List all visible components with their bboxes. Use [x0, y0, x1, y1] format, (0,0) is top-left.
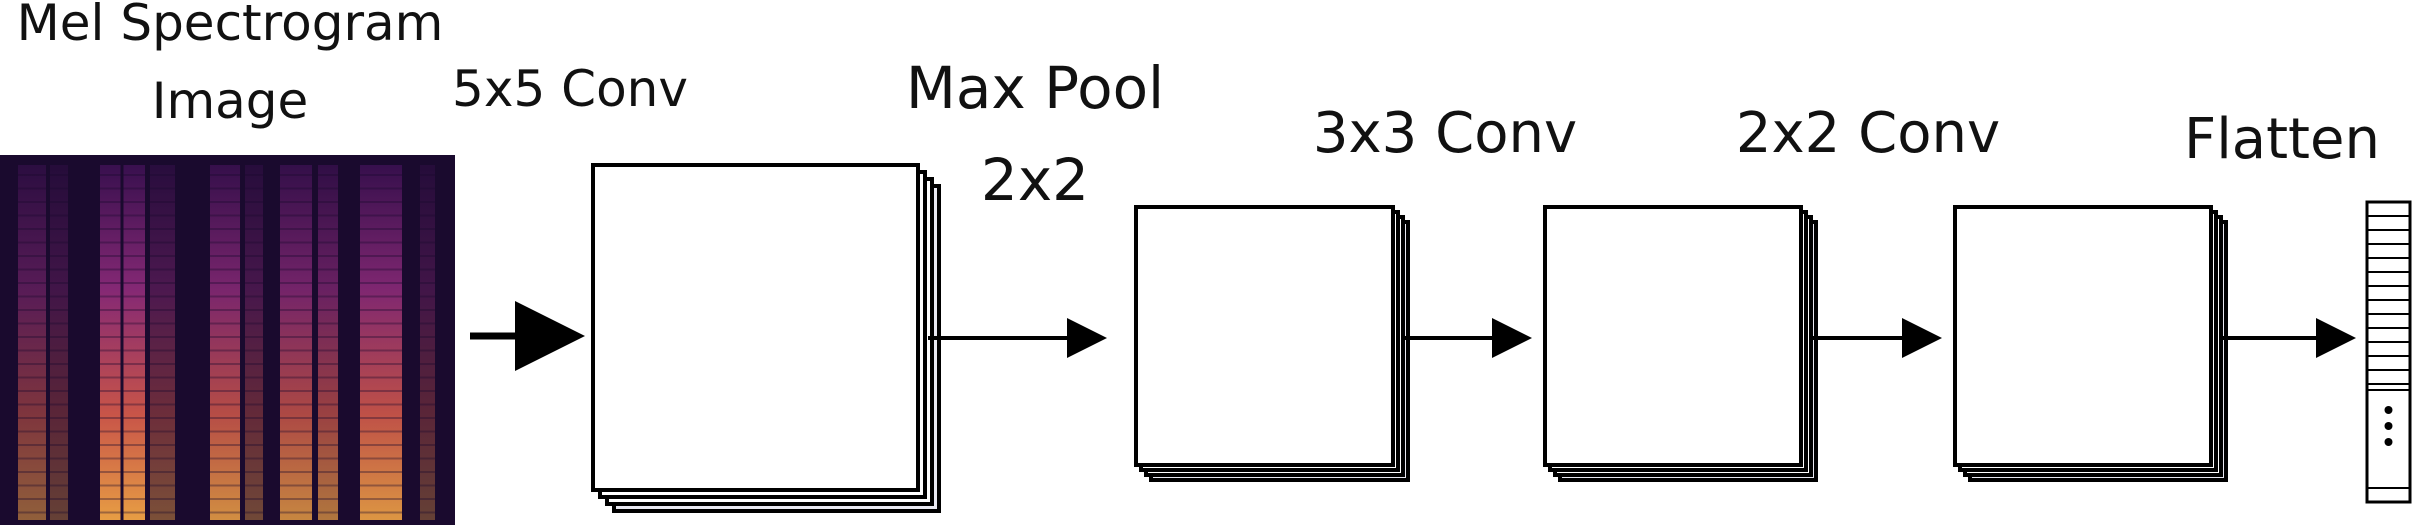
pool-label-line2: 2x2 — [981, 146, 1089, 214]
input-label-line2: Image — [152, 72, 309, 130]
conv1-label: 5x5 Conv — [452, 60, 688, 118]
ellipsis-icon — [2384, 406, 2393, 414]
spectrogram-band — [18, 165, 46, 520]
spectrogram-band — [210, 165, 240, 520]
flatten-label: Flatten — [2184, 107, 2380, 172]
feature-map-stack — [1134, 205, 1410, 482]
ellipsis-icon — [2384, 422, 2393, 430]
spectrogram-band — [360, 165, 402, 520]
feature-map-stack — [591, 163, 941, 513]
spectrogram-image — [0, 155, 455, 525]
ellipsis-icon — [2384, 438, 2393, 446]
feature-map-stack — [1543, 205, 1818, 482]
spectrogram-band — [280, 165, 312, 520]
spectrogram-band — [245, 165, 263, 520]
conv2-label: 3x3 Conv — [1313, 101, 1577, 166]
input-label-line1: Mel Spectrogram — [17, 0, 444, 52]
spectrogram-band — [50, 165, 68, 520]
feature-map-stack — [1953, 205, 2228, 482]
flatten-vector — [2365, 200, 2412, 504]
feature-map-layer — [1134, 205, 1395, 467]
conv3-label: 2x2 Conv — [1736, 101, 2000, 166]
feature-map-layer — [1953, 205, 2213, 467]
spectrogram-band — [420, 165, 435, 520]
feature-map-layer — [591, 163, 920, 492]
spectrogram-band — [318, 165, 338, 520]
spectrogram-band — [150, 165, 175, 520]
pool-label-line1: Max Pool — [906, 54, 1164, 122]
feature-map-layer — [1543, 205, 1803, 467]
